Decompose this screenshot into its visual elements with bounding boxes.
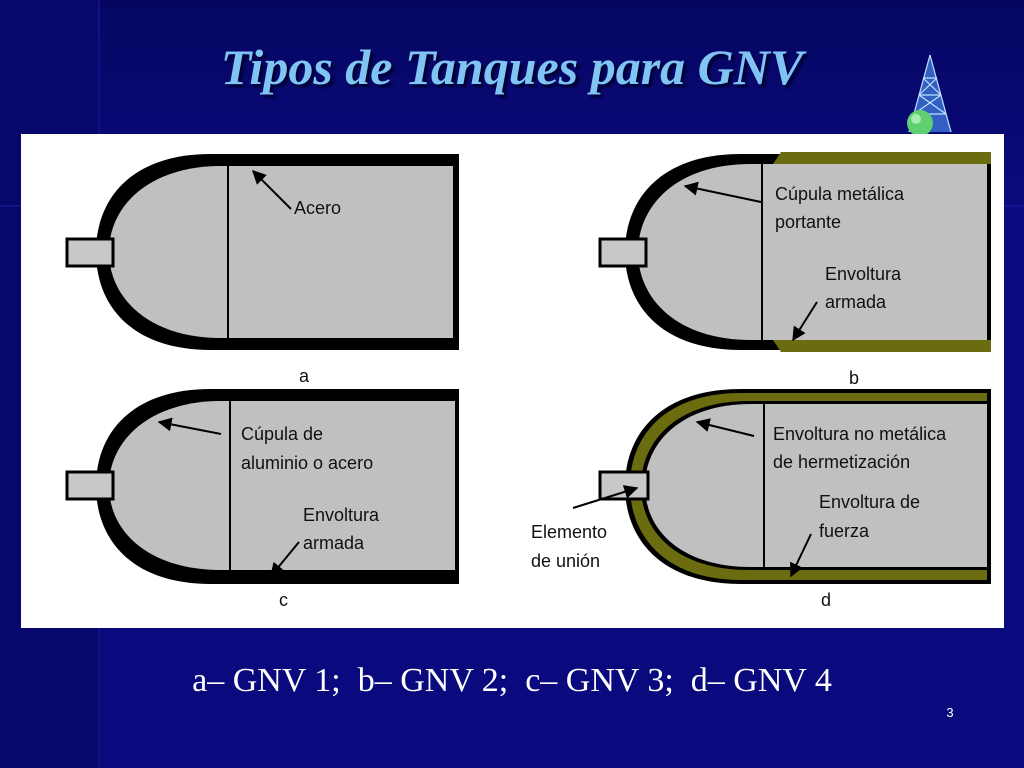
label-envoltura-b: Envoltura xyxy=(825,264,902,284)
label-de-hermetizacion: de hermetización xyxy=(773,452,910,472)
tank-a: Acero a xyxy=(65,154,459,386)
label-de-union: de unión xyxy=(531,551,600,571)
tank-d: Envoltura no metálica de hermetización E… xyxy=(531,389,991,610)
slide-title: Tipos de Tanques para GNV xyxy=(220,39,804,95)
tank-b: Cúpula metálica portante Envoltura armad… xyxy=(598,152,991,388)
tank-letter-c: c xyxy=(279,590,288,610)
label-portante: portante xyxy=(775,212,841,232)
label-armada-c: armada xyxy=(303,533,365,553)
label-cupula-de: Cúpula de xyxy=(241,424,323,444)
label-aluminio-o-acero: aluminio o acero xyxy=(241,453,373,473)
label-envoltura-c: Envoltura xyxy=(303,505,380,525)
label-armada-b: armada xyxy=(825,292,887,312)
slide-caption: a– GNV 1; b– GNV 2; c– GNV 3; d– GNV 4 xyxy=(192,662,832,699)
label-cupula-metalica: Cúpula metálica xyxy=(775,184,905,204)
tank-letter-b: b xyxy=(849,368,859,388)
tank-diagram: Acero a Cúpula metálica portante Envoltu… xyxy=(65,152,991,610)
label-elemento: Elemento xyxy=(531,522,607,542)
tank-c: Cúpula de aluminio o acero Envoltura arm… xyxy=(65,389,459,610)
tank-letter-a: a xyxy=(299,366,310,386)
tower-globe-logo xyxy=(907,54,952,136)
page-number: 3 xyxy=(946,705,954,720)
tank-letter-d: d xyxy=(821,590,831,610)
label-envoltura-no-metalica: Envoltura no metálica xyxy=(773,424,947,444)
label-acero: Acero xyxy=(294,198,341,218)
tank-types-figure: Acero a Cúpula metálica portante Envoltu… xyxy=(21,134,1004,628)
label-envoltura-de: Envoltura de xyxy=(819,492,920,512)
label-fuerza: fuerza xyxy=(819,521,870,541)
